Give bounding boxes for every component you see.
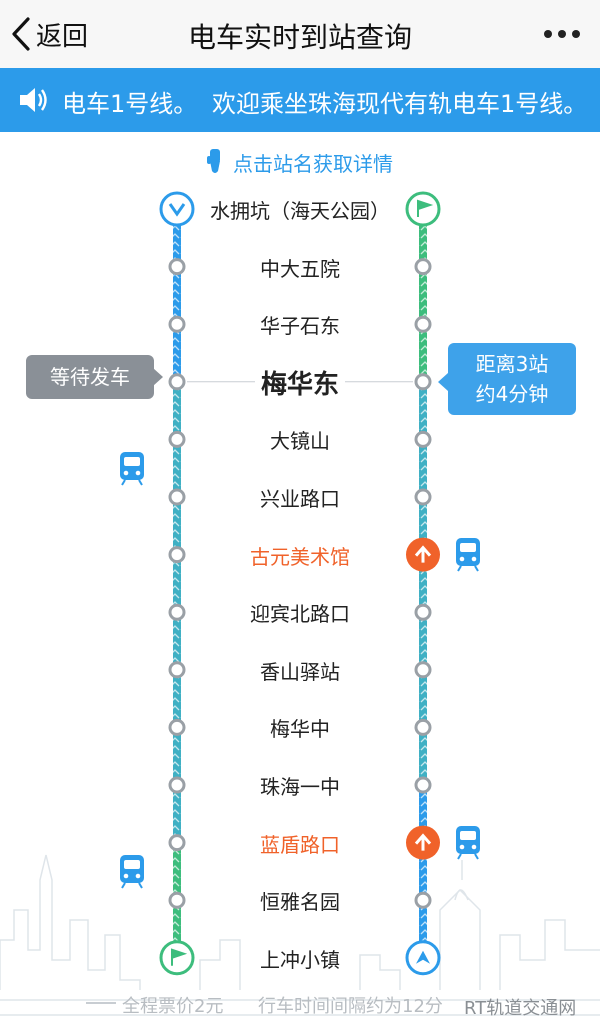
station-dot (414, 488, 432, 506)
station-dot (168, 258, 186, 276)
right-track-chevrons (419, 209, 427, 958)
tram-wheel (121, 479, 126, 486)
tram-window (460, 543, 476, 552)
station-name[interactable]: 古元美术馆 (250, 544, 350, 569)
station-name[interactable]: 香山驿站 (260, 659, 340, 684)
speaker-icon (20, 88, 47, 112)
station-dot (168, 661, 186, 679)
station-dot (414, 776, 432, 794)
interval-text: 行车时间间隔约为12分 (258, 996, 443, 1017)
waiting-bubble: 等待发车 (26, 355, 154, 399)
start-down-icon-arrow (168, 203, 186, 217)
start-down-icon (159, 191, 195, 227)
footer-divider (86, 1002, 116, 1004)
station-dot (168, 430, 186, 448)
station-dot (168, 603, 186, 621)
waiting-bubble-arrow (153, 368, 163, 386)
arrival-time: 约4分钟 (475, 382, 549, 406)
station-name[interactable]: 上冲小镇 (260, 947, 340, 972)
station-name[interactable]: 梅华东 (260, 369, 339, 400)
station-name[interactable]: 水拥坑（海天公园） (210, 199, 390, 223)
station-dot (168, 891, 186, 909)
arrival-bubble: 距离3站 约4分钟 (448, 343, 576, 415)
station-dot (414, 258, 432, 276)
city-skyline-illustration (0, 854, 600, 1016)
station-dot (168, 718, 186, 736)
tram-light (459, 556, 465, 562)
station-dot (414, 430, 432, 448)
station-name[interactable]: 兴业路口 (260, 487, 340, 511)
tram-light (123, 470, 129, 476)
station-name[interactable]: 大镜山 (270, 429, 330, 454)
station-name[interactable]: 迎宾北路口 (250, 602, 350, 627)
station-dot (414, 661, 432, 679)
station-dot (168, 488, 186, 506)
station-name[interactable]: 恒雅名园 (260, 890, 340, 915)
tram-window (124, 860, 140, 869)
terminal-flag-icon (159, 940, 195, 976)
announcement-banner: 电车1号线。 欢迎乘坐珠海现代有轨电车1号线。 (0, 68, 600, 132)
station-name[interactable]: 蓝盾路口 (260, 832, 340, 857)
tram-light (471, 556, 477, 562)
station-dot (168, 834, 186, 852)
station-dot (168, 373, 186, 391)
station-name[interactable]: 梅华中 (270, 717, 330, 742)
up-arrow-icon (414, 545, 432, 563)
tram-wheel (138, 882, 143, 889)
tap-hint: 点击站名获取详情 (0, 148, 600, 177)
tram-wheel (138, 479, 143, 486)
start-up-icon-arrow (416, 950, 430, 964)
station-name[interactable]: 华子石东 (260, 314, 340, 339)
back-label: 返回 (36, 21, 89, 52)
tram-light (471, 844, 477, 850)
tram-window (124, 457, 140, 466)
tram-wheel (121, 882, 126, 889)
tram-light (135, 873, 141, 879)
left-track-chevrons (173, 209, 181, 958)
page-title: 电车实时到站查询 (187, 21, 412, 54)
tram-light (123, 873, 129, 879)
station-dot (414, 315, 432, 333)
banner-welcome: 欢迎乘坐珠海现代有轨电车1号线。 (212, 90, 588, 118)
station-dot (168, 546, 186, 564)
tap-hint-text: 点击站名获取详情 (233, 152, 393, 176)
back-button[interactable]: 返回 (10, 14, 88, 54)
up-arrow-icon (414, 833, 432, 851)
station-name[interactable]: 珠海一中 (260, 775, 340, 799)
station-dot (414, 891, 432, 909)
watermark: RT轨道交通网 (464, 998, 577, 1019)
station-dot (414, 603, 432, 621)
station-dot (414, 373, 432, 391)
banner-line-name: 电车1号线。 (62, 90, 198, 118)
arrival-bubble-arrow (438, 373, 448, 391)
tram-window (460, 831, 476, 840)
fare-text: 全程票价2元 (122, 996, 224, 1017)
station-dot (414, 718, 432, 736)
tram-light (459, 844, 465, 850)
station-name[interactable]: 中大五院 (260, 256, 340, 281)
station-dot (168, 315, 186, 333)
tram-light (135, 470, 141, 476)
nav-bar: 返回 电车实时到站查询 (0, 0, 600, 69)
terminal-flag-icon-flag (171, 948, 188, 966)
arrival-distance: 距离3站 (475, 352, 549, 376)
terminal-flag-icon-flag (417, 199, 434, 217)
tram-wheel (457, 565, 462, 572)
tram-wheel (474, 565, 479, 572)
station-dot (168, 776, 186, 794)
tram-wheel (474, 853, 479, 860)
more-icon[interactable] (542, 22, 582, 46)
chevron-left-icon (12, 17, 30, 51)
terminal-flag-icon (405, 191, 441, 227)
tram-wheel (457, 853, 462, 860)
tap-pin-icon (207, 149, 220, 173)
